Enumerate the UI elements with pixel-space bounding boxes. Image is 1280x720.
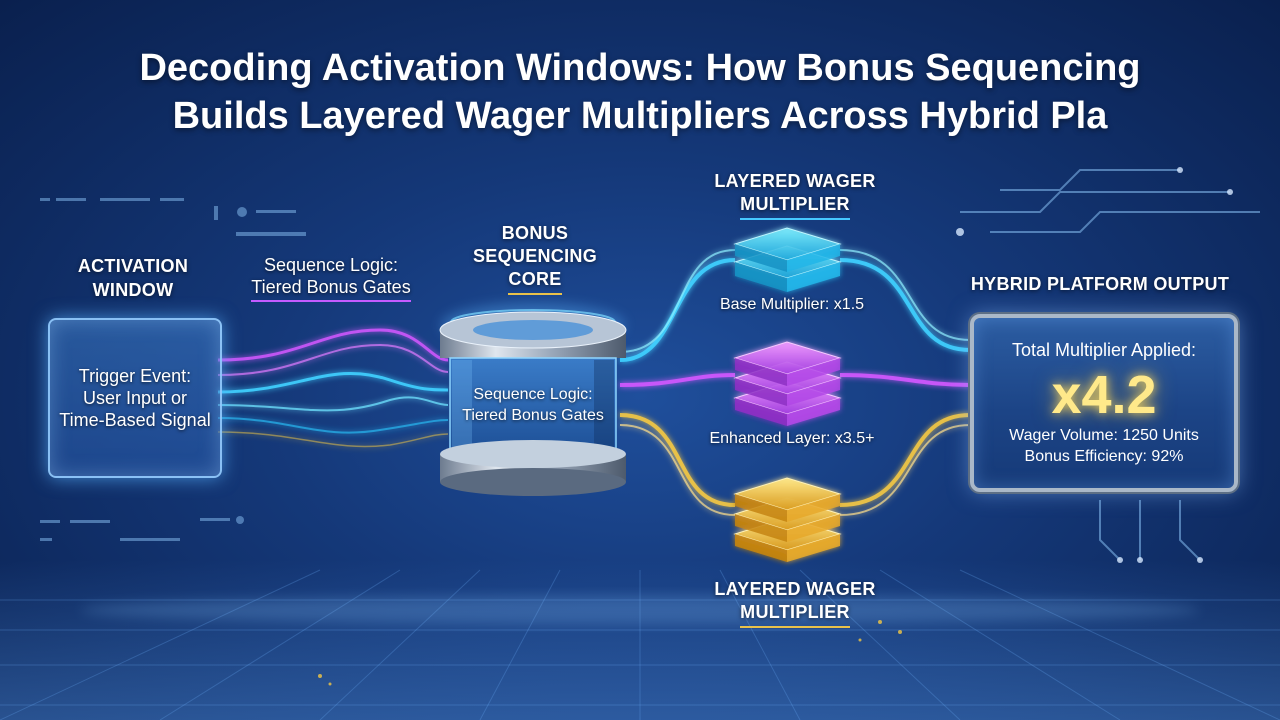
core-body-line-1: Sequence Logic:: [473, 386, 593, 403]
cyan-layer-stack-icon: [733, 227, 842, 292]
circuit-decoration-left: [40, 198, 306, 541]
activation-window-heading: ACTIVATION WINDOW: [60, 254, 206, 302]
hybrid-output-panel: Total Multiplier Applied: x4.2 Wager Vol…: [970, 314, 1238, 492]
floor-grid: [0, 560, 1280, 720]
title-line-2: Builds Layered Wager Multipliers Across …: [172, 95, 1108, 137]
trigger-input-label: User Input or: [82, 388, 188, 408]
gold-layer-stack-icon: [733, 477, 842, 562]
base-multiplier-label: Base Multiplier: x1.5: [719, 296, 865, 313]
activation-heading-line-2: WINDOW: [92, 280, 174, 300]
top-layer-heading: LAYERED WAGER MULTIPLIER: [690, 170, 900, 220]
bonus-efficiency-stat: Bonus Efficiency: 92%: [1024, 448, 1184, 465]
bottom-layer-heading: LAYERED WAGER MULTIPLIER: [690, 578, 900, 628]
core-body-line-2: Tiered Bonus Gates: [462, 407, 604, 424]
magenta-layer-stack-icon: [733, 341, 842, 426]
total-multiplier-label: Total Multiplier Applied:: [1011, 340, 1197, 360]
core-heading-line-1: BONUS: [501, 223, 569, 243]
sequence-logic-label: Sequence Logic: Tiered Bonus Gates: [236, 254, 426, 302]
sequence-logic-line-2: Tiered Bonus Gates: [251, 276, 411, 302]
total-multiplier-value: x4.2: [1051, 365, 1157, 425]
trigger-signal-label: Time-Based Signal: [59, 410, 211, 430]
top-layer-heading-line-2: MULTIPLIER: [740, 193, 850, 220]
wager-volume-stat: Wager Volume: 1250 Units: [1009, 427, 1199, 444]
core-heading-line-3: CORE: [508, 268, 562, 295]
page-title: Decoding Activation Windows: How Bonus S…: [0, 44, 1280, 140]
bottom-layer-heading-line-2: MULTIPLIER: [740, 601, 850, 628]
output-flow-streams: [619, 249, 971, 516]
core-heading-line-2: SEQUENCING: [472, 246, 598, 266]
bottom-layer-heading-line-1: LAYERED WAGER: [714, 579, 876, 599]
top-layer-heading-line-1: LAYERED WAGER: [714, 171, 876, 191]
sequence-logic-line-1: Sequence Logic:: [263, 255, 399, 275]
hybrid-output-heading: HYBRID PLATFORM OUTPUT: [970, 274, 1230, 294]
activation-heading-line-1: ACTIVATION: [77, 256, 189, 276]
enhanced-layer-label: Enhanced Layer: x3.5+: [709, 430, 875, 447]
title-line-1: Decoding Activation Windows: How Bonus S…: [139, 47, 1141, 89]
core-heading: BONUS SEQUENCING CORE: [470, 222, 600, 295]
circuit-decoration-right: [960, 169, 1260, 561]
cylinder-core-icon: [439, 303, 627, 496]
activation-window-box: Trigger Event: User Input or Time-Based …: [48, 318, 222, 478]
input-flow-streams: [217, 328, 449, 448]
trigger-event-label: Trigger Event:: [78, 366, 192, 386]
core-body-text: Sequence Logic: Tiered Bonus Gates: [448, 384, 618, 426]
